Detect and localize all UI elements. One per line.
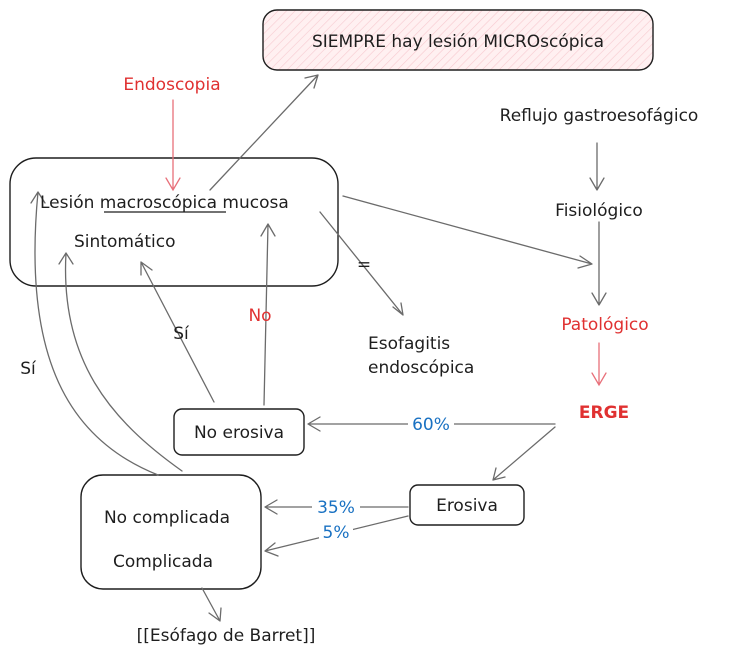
siempre-text: SIEMPRE hay lesión MICROscópica: [312, 32, 604, 52]
erosiva-box: [409, 484, 525, 526]
endoscopia-label: Endoscopia: [123, 75, 220, 95]
erge-label: ERGE: [579, 403, 629, 423]
arrow-fisiologico-patologico: [591, 221, 607, 306]
erosiva-text: Erosiva: [436, 496, 498, 516]
edge-label-no: No: [248, 306, 271, 326]
arrow-no-erosiva-lesion: [260, 223, 276, 406]
pct-60-bg: [408, 412, 454, 434]
arrow-no-erosiva-sintomatico: [140, 261, 215, 403]
patologico-label: Patológico: [561, 315, 648, 335]
edge-label-5: 5%: [323, 523, 350, 543]
no-erosiva-text: No erosiva: [194, 423, 284, 443]
edge-label-si-left: Sí: [20, 359, 37, 379]
barrett-link[interactable]: [[Esófago de Barret]]: [137, 626, 316, 646]
lesion-box: [9, 157, 339, 287]
sintomatico-text: Sintomático: [74, 232, 175, 252]
esofagitis-line-1: Esofagitis: [368, 334, 450, 354]
arrow-reflujo-fisiologico: [589, 142, 605, 191]
no-erosiva-box: [173, 408, 305, 456]
arrow-no-complicada-sintomatico: [58, 252, 183, 472]
arrow-no-complicada-lesion: [30, 191, 159, 476]
arrow-endoscopia-lesion: [165, 99, 181, 192]
complicada-text: Complicada: [113, 552, 213, 572]
reflujo-label: Reflujo gastroesofágico: [500, 106, 699, 126]
edge-label-equals: =: [357, 255, 371, 275]
arrow-complicada-barrett: [201, 587, 222, 622]
siempre-box: [262, 9, 654, 71]
arrow-patologico-erge: [591, 342, 607, 387]
arrow-lesion-siempre: [209, 74, 319, 191]
esofagitis-line-2: endoscópica: [368, 358, 474, 378]
edge-label-si-middle: Sí: [173, 324, 190, 344]
pct-35-bg: [312, 496, 360, 518]
edge-label-60: 60%: [412, 415, 450, 435]
edge-label-35: 35%: [317, 498, 355, 518]
pct-5-bg: [319, 522, 353, 542]
no-complicada-text: No complicada: [104, 508, 230, 528]
lesion-text: Lesión macroscópica mucosa: [40, 193, 289, 213]
arrow-lesion-esofagitis: [319, 211, 404, 316]
complicada-box: [80, 474, 262, 590]
arrow-erge-erosiva: [492, 426, 556, 481]
fisiologico-label: Fisiológico: [555, 201, 643, 221]
arrow-lesion-patologico: [342, 195, 593, 269]
edges: [30, 74, 607, 622]
